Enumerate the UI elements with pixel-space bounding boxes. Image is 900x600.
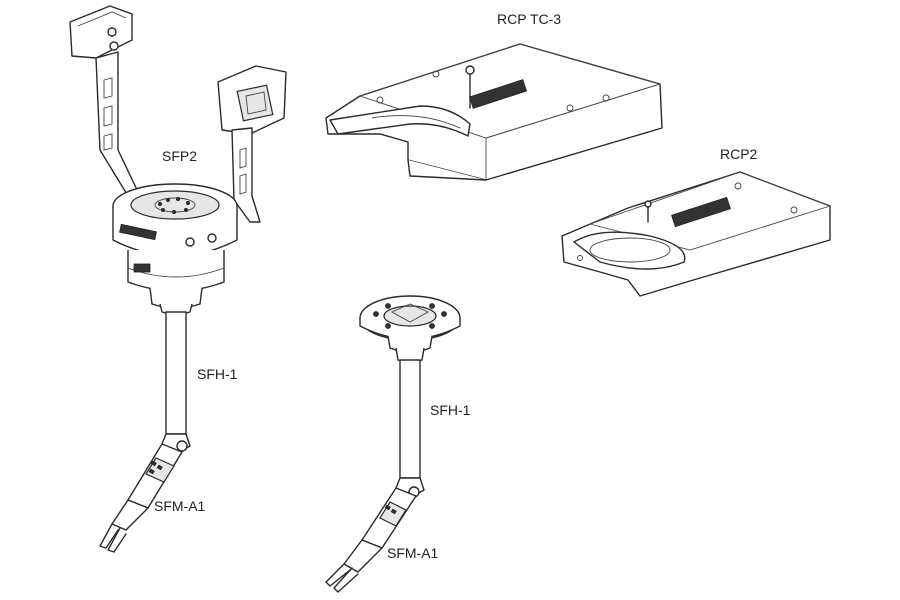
label-sfp2: SFP2: [162, 148, 198, 164]
label-sfh1-right: SFH-1: [430, 402, 471, 418]
label-rcp2: RCP2: [720, 146, 758, 162]
rcp-tc3-plate: [325, 43, 663, 181]
rcp2-plate: [561, 171, 832, 297]
label-sfma1-right: SFM-A1: [387, 545, 439, 561]
label-rcp-tc3: RCP TC-3: [497, 11, 562, 27]
sfp2-assembly: [69, 5, 287, 315]
label-sfma1-left: SFM-A1: [154, 498, 206, 514]
sfh1-left-rod: [161, 311, 191, 455]
sfh1-right-rod: [359, 295, 461, 499]
label-sfh1-left: SFH-1: [197, 366, 238, 382]
sfma1-right-gripper: [325, 487, 417, 593]
sfma1-left-gripper: [99, 443, 183, 553]
